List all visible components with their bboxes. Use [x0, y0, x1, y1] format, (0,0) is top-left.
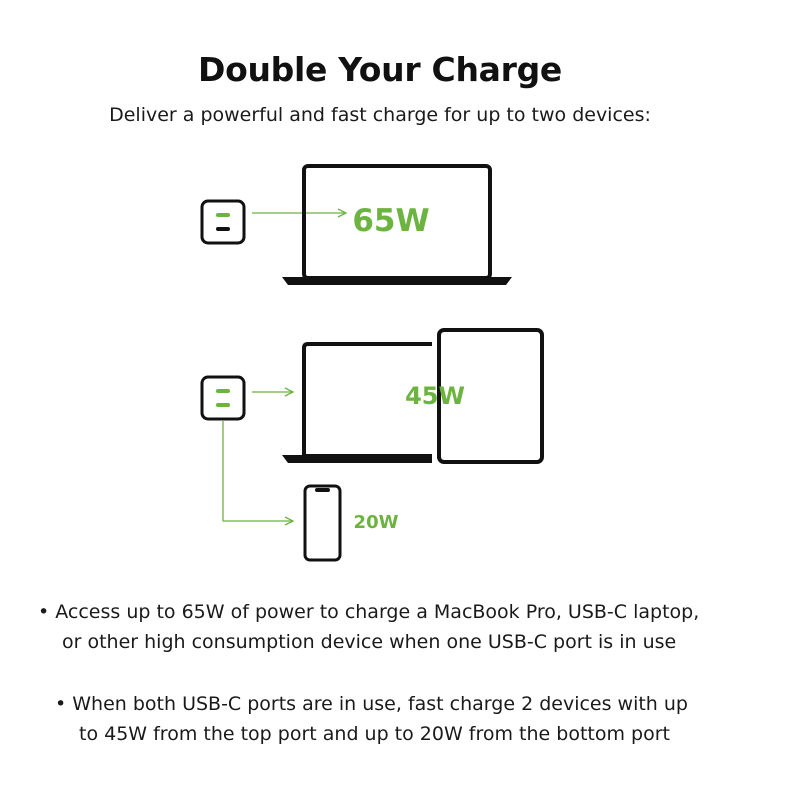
charger-icon	[200, 375, 246, 421]
bullet-dual-port: • When both USB-C ports are in use, fast…	[55, 689, 688, 749]
bullet-line: to 45W from the top port and up to 20W f…	[79, 723, 670, 745]
usb-c-port-top-active	[216, 389, 230, 393]
charger-icon	[200, 199, 246, 245]
arrow-to-laptop-tablet	[252, 387, 295, 397]
usb-c-port-bottom-active	[216, 403, 230, 407]
phone-icon	[303, 484, 342, 562]
laptop-icon	[282, 342, 432, 463]
watt-label-65w: 65W	[352, 203, 429, 239]
watt-label-20w: 20W	[354, 512, 399, 533]
tablet-icon	[437, 328, 544, 464]
arrow-to-phone	[222, 420, 295, 526]
dual-port-scenario: 45W 20W	[200, 328, 544, 562]
page-title: Double Your Charge	[197, 50, 562, 89]
page-subtitle: Deliver a powerful and fast charge for u…	[109, 104, 651, 126]
bullet-line: • Access up to 65W of power to charge a …	[38, 601, 700, 623]
watt-label-45w: 45W	[405, 382, 465, 410]
usb-c-port-top-active	[216, 213, 230, 217]
bullet-line: or other high consumption device when on…	[62, 631, 677, 653]
arrow-to-laptop	[252, 208, 348, 218]
usb-c-port-bottom	[216, 227, 230, 231]
phone-notch	[315, 488, 330, 492]
bullet-line: • When both USB-C ports are in use, fast…	[55, 693, 688, 715]
bullet-single-port: • Access up to 65W of power to charge a …	[38, 597, 699, 657]
single-port-scenario: 65W	[200, 164, 512, 285]
laptop-icon	[282, 164, 512, 285]
